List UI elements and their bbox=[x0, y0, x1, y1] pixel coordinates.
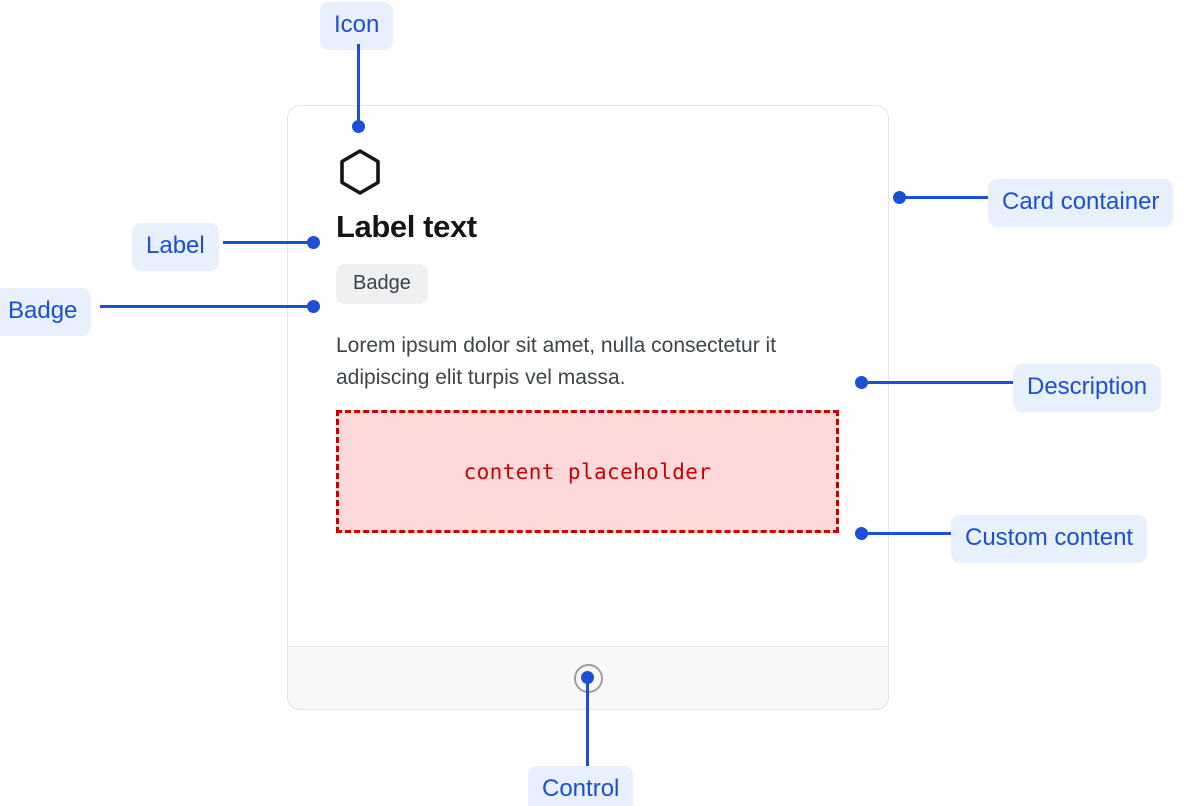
annotation-dot-label bbox=[307, 236, 320, 249]
annotation-leader-description bbox=[861, 381, 1017, 384]
annotation-leader-label bbox=[223, 241, 316, 244]
annotation-label-control: Control bbox=[528, 766, 634, 806]
annotation-leader-card-container bbox=[899, 196, 991, 199]
placeholder-label: content placeholder bbox=[463, 459, 712, 484]
hexagon-icon bbox=[340, 149, 380, 195]
annotation-label-icon: Icon bbox=[320, 2, 394, 50]
annotation-label-card-container: Card container bbox=[988, 179, 1174, 227]
annotation-leader-control bbox=[586, 677, 589, 767]
annotation-label-description: Description bbox=[1013, 364, 1162, 412]
card-description: Lorem ipsum dolor sit amet, nulla consec… bbox=[336, 333, 777, 389]
custom-content-placeholder: content placeholder bbox=[336, 410, 839, 534]
card-container[interactable]: Label text Badge Lorem ipsum dolor sit a… bbox=[287, 105, 889, 710]
annotation-leader-icon bbox=[357, 44, 360, 128]
card-title: Label text bbox=[336, 209, 477, 244]
annotation-dot-badge bbox=[307, 300, 320, 313]
annotation-leader-badge bbox=[100, 305, 316, 308]
status-badge: Badge bbox=[336, 263, 428, 304]
annotation-label-custom-content: Custom content bbox=[951, 515, 1148, 563]
annotation-label-label: Label bbox=[132, 223, 219, 271]
annotation-dot-icon bbox=[352, 120, 365, 133]
annotation-leader-custom-content bbox=[861, 532, 955, 535]
annotation-label-badge: Badge bbox=[0, 288, 92, 336]
card-body: Label text Badge Lorem ipsum dolor sit a… bbox=[288, 106, 888, 646]
